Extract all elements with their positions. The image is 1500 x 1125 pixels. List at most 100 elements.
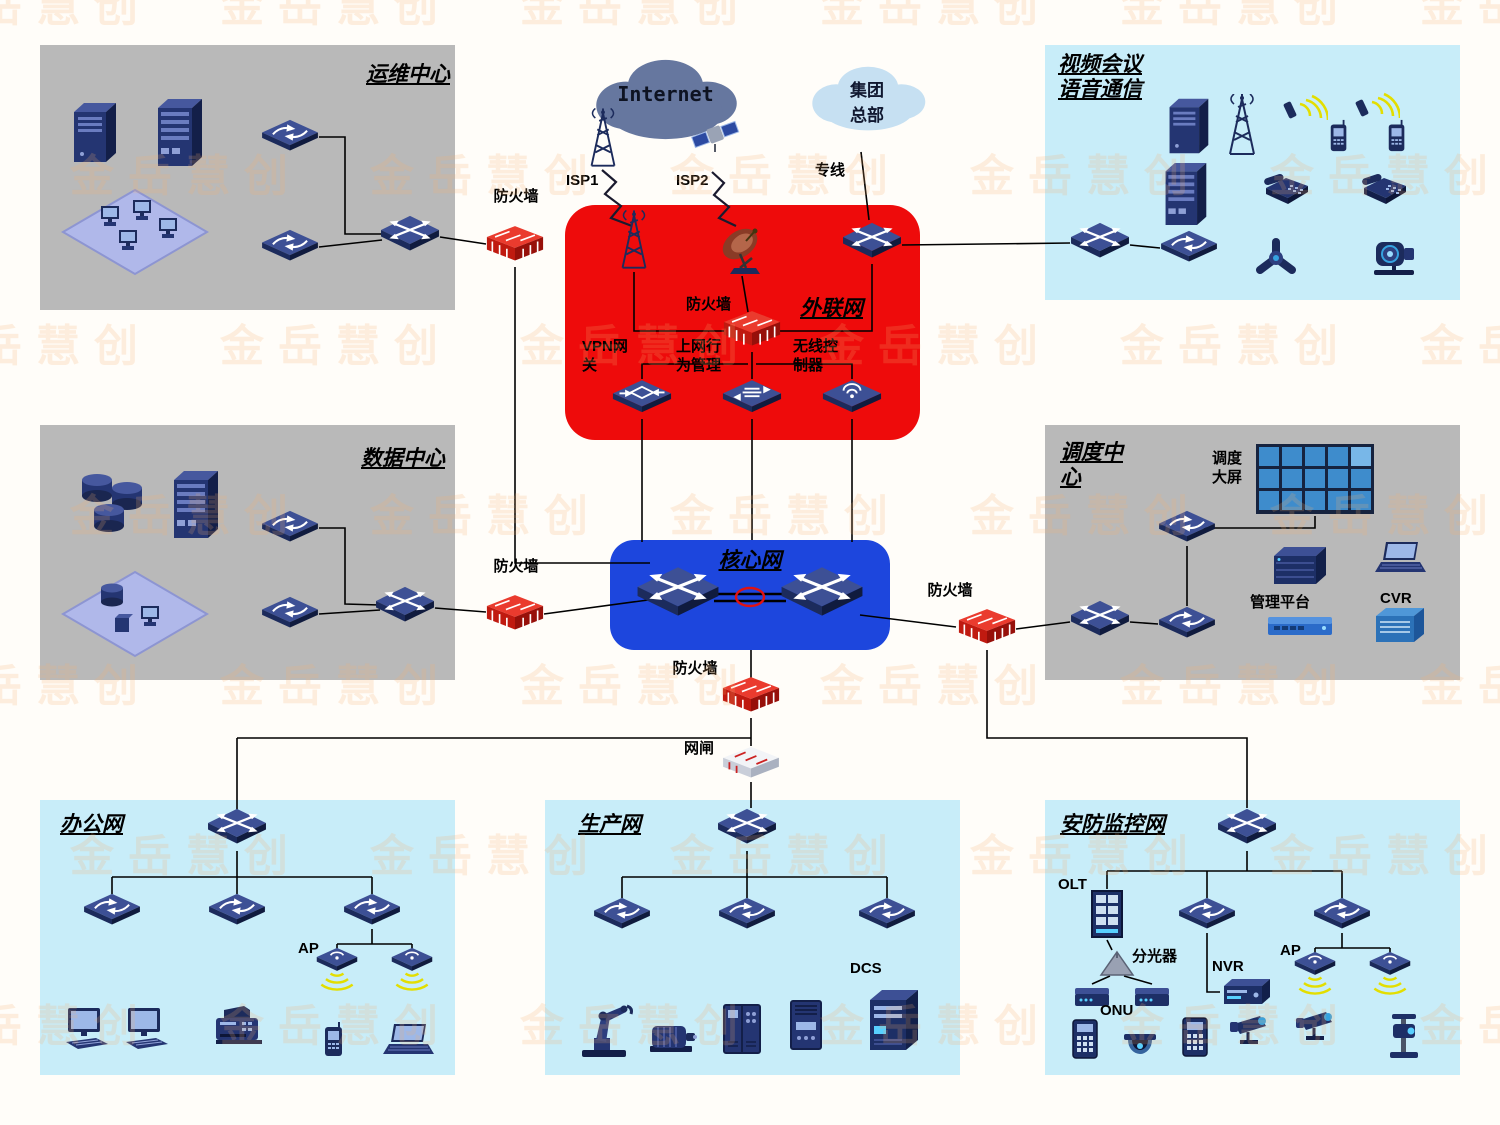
watermark-text: 金岳慧创 [220, 0, 452, 31]
core-router-right-icon [780, 566, 864, 626]
extranet-router-icon [842, 222, 902, 265]
database-icon [74, 466, 146, 538]
mobile-handset-icon-2 [1386, 118, 1408, 153]
production-switch-2-icon [718, 897, 776, 933]
video-router-icon [1070, 222, 1130, 265]
bullet-camera-1-icon [1228, 1012, 1276, 1048]
label-gatekeeper: 网闸 [684, 740, 715, 757]
ops-router-icon [380, 215, 440, 258]
dispatch-switch-2-icon [1158, 606, 1216, 642]
extranet-antenna-icon [613, 210, 655, 272]
production-switch-3-icon [858, 897, 916, 933]
conference-camera-icon [1366, 234, 1422, 280]
label-isp1: ISP1 [566, 172, 599, 189]
office-mobile-icon [322, 1020, 346, 1058]
label-dc-firewall: 防火墙 [493, 558, 539, 575]
video-wall-icon [1256, 444, 1374, 514]
isp2-satellite-icon [690, 114, 740, 158]
ops-firewall-icon [486, 225, 544, 267]
label-right-firewall: 防火墙 [927, 582, 973, 599]
behavior-management-icon [722, 379, 782, 419]
bottom-firewall-icon [722, 676, 780, 718]
watermark-text: 金岳慧创 [820, 0, 1052, 31]
access-keypad-2-icon [1180, 1016, 1210, 1058]
hq-cloud-label: 集团总部 [850, 81, 884, 125]
title-production-network: 生产网 [578, 813, 641, 836]
label-onu: ONU [1100, 1002, 1134, 1019]
label-mgmt-platform: 管理平台 [1250, 594, 1311, 611]
label-ops-firewall: 防火墙 [493, 188, 539, 205]
title-ops-center: 运维中心 [366, 63, 450, 86]
title-video-conference: 视频会议 语音通信 [1058, 52, 1142, 102]
label-vpn-gateway: VPN网关 [582, 338, 628, 374]
title-video-line1: 视频会议 [1058, 53, 1142, 76]
office-switch-2-icon [208, 893, 266, 929]
dc-rack-server-icon [168, 468, 222, 542]
onu-2-icon [1132, 984, 1172, 1010]
plc-cabinet-icon [720, 1002, 764, 1056]
watermark-text: 金岳慧创 [670, 492, 902, 541]
isp1-antenna-icon [582, 108, 624, 170]
label-cvr: CVR [1380, 590, 1412, 607]
extranet-firewall-icon [723, 310, 781, 352]
title-datacenter: 数据中心 [361, 447, 445, 470]
dc-router-icon [375, 586, 435, 629]
label-olt: OLT [1058, 876, 1087, 893]
production-router-icon [717, 808, 777, 851]
watermark-text: 金岳慧创 [820, 662, 1052, 711]
desk-phone-icon-1 [1260, 172, 1310, 208]
olt-icon [1085, 888, 1129, 940]
video-switch-icon [1160, 230, 1218, 266]
label-isp2: ISP2 [676, 172, 709, 189]
office-ap-2-icon [386, 946, 438, 992]
office-switch-1-icon [83, 893, 141, 929]
ops-switch-2-icon [261, 229, 319, 265]
title-security-network: 安防监控网 [1060, 813, 1165, 836]
watermark-text: 金岳慧创 [0, 0, 152, 31]
watermark-text: 金岳慧创 [220, 322, 452, 371]
label-dedicated-line: 专线 [815, 162, 846, 179]
production-switch-1-icon [593, 897, 651, 933]
dome-camera-icon [1120, 1032, 1160, 1062]
watermark-text: 金岳慧创 [1120, 322, 1352, 371]
label-bottom-firewall: 防火墙 [672, 660, 718, 677]
label-wireless-controller: 无线控制器 [793, 338, 839, 374]
dispatch-rack-server-icon [1270, 544, 1332, 588]
core-router-left-icon [636, 566, 720, 626]
title-extranet: 外联网 [800, 297, 863, 320]
title-office-network: 办公网 [60, 813, 123, 836]
office-pc-1-icon [62, 1006, 110, 1052]
label-behavior-mgmt: 上网行为管理 [676, 338, 722, 374]
nvr-icon [1222, 976, 1274, 1008]
drive-controller-icon [786, 998, 826, 1052]
mobile-handset-icon-1 [1328, 118, 1350, 153]
security-ap-2-icon [1364, 950, 1416, 996]
ptz-camera-icon [1384, 1012, 1424, 1062]
access-keypad-1-icon [1070, 1018, 1100, 1060]
office-pc-2-icon [122, 1006, 170, 1052]
dc-switch-1-icon [261, 510, 319, 546]
title-dispatch-center: 调度中心 [1060, 441, 1123, 490]
video-rack-server-icon [1160, 160, 1210, 229]
label-office-ap: AP [298, 940, 319, 957]
dc-firewall-icon [486, 594, 544, 636]
wireless-signal-icon-1 [1282, 94, 1328, 134]
motor-icon [642, 1018, 698, 1058]
dcs-server-icon [864, 986, 922, 1054]
bullet-camera-2-icon [1294, 1008, 1342, 1044]
office-switch-3-icon [343, 893, 401, 929]
security-switch-2-icon [1313, 897, 1371, 933]
title-core-network: 核心网 [718, 549, 782, 572]
office-printer-icon [210, 1004, 266, 1048]
watermark-text: 金岳慧创 [0, 322, 152, 371]
video-server-icon [1164, 96, 1212, 157]
security-switch-1-icon [1178, 897, 1236, 933]
internet-cloud-label: Internet [617, 82, 714, 106]
mgmt-platform-device-icon [1266, 614, 1334, 640]
ops-switch-1-icon [261, 119, 319, 155]
vpn-gateway-icon [612, 379, 672, 419]
region-ops-center [40, 45, 455, 310]
label-nvr: NVR [1212, 958, 1244, 975]
dc-switch-2-icon [261, 596, 319, 632]
